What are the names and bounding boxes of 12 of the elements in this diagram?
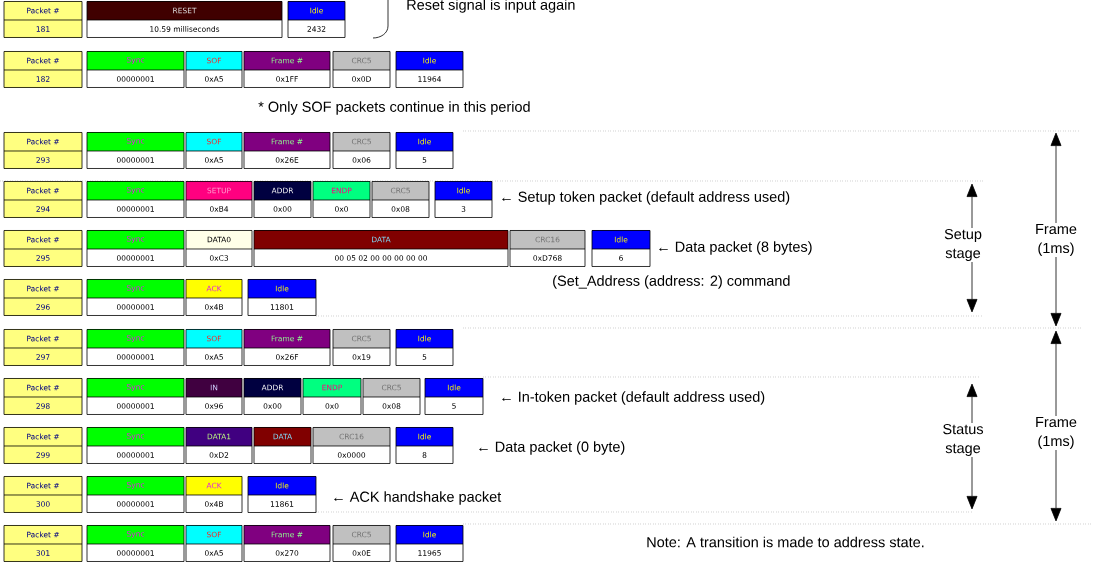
note-text: Note: A transition is made to address state. xyxy=(647,536,924,548)
dimension-label: Status stage xyxy=(936,422,990,458)
annotation-text: ← Setup token packet (default address used) xyxy=(502,191,790,205)
annotation-text: ← Data packet (0 byte) xyxy=(479,441,625,455)
note-text: Reset signal is input again xyxy=(407,0,575,13)
annotation-text: ← ACK handshake packet xyxy=(334,491,502,505)
annotation-text: (Set_Address (address: 2) command xyxy=(553,275,790,289)
dimension-label: Frame (1ms) xyxy=(1030,416,1082,450)
dimension-label: Frame (1ms) xyxy=(1030,223,1082,257)
annotation-text: ← In-token packet (default address used) xyxy=(502,391,765,405)
note-text: * Only SOF packets continue in this period xyxy=(258,101,530,115)
dimension-label: Setup stage xyxy=(936,227,990,263)
